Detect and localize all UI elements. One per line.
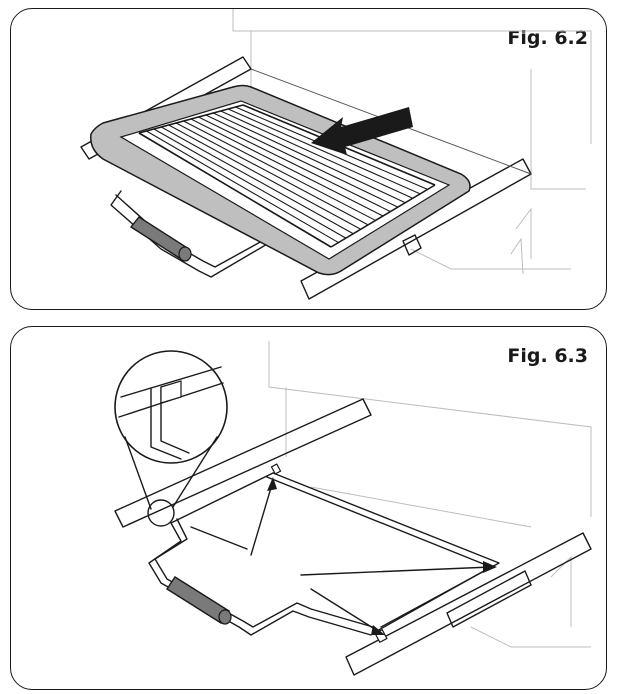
figure-label: Fig. 6.2 <box>507 27 588 49</box>
rack-bar <box>213 112 406 204</box>
rack-edge <box>330 184 436 248</box>
rack-bar <box>161 126 354 235</box>
rack-bar <box>198 116 391 213</box>
rack-edge <box>138 132 332 248</box>
rack-bar <box>183 120 376 221</box>
magnifier-icon <box>114 350 228 527</box>
handle-icon <box>129 216 192 262</box>
rack-bar <box>190 118 384 217</box>
figure-6-3-drawing <box>114 341 592 676</box>
arrow-icon <box>190 477 497 635</box>
figure-6-2-panel: Fig. 6.2 <box>10 8 607 310</box>
rack-bar <box>175 122 369 226</box>
rack-edge <box>138 104 244 134</box>
figure-label: Fig. 6.3 <box>507 345 588 367</box>
oven-cabinet <box>232 9 592 275</box>
rack-bar <box>168 124 361 230</box>
grill-tray <box>90 84 471 276</box>
rack-bar <box>205 114 399 208</box>
handle-icon <box>166 576 232 625</box>
figure-6-2-drawing <box>80 9 592 300</box>
oven-cabinet <box>268 341 592 648</box>
rack-bar <box>153 128 347 239</box>
rack-bar <box>227 108 421 195</box>
runner-rails <box>114 398 592 676</box>
arrow-icon <box>311 107 413 155</box>
figure-6-3-panel: Fig. 6.3 <box>10 326 607 690</box>
rack-bar <box>146 130 339 244</box>
rack-bar <box>220 110 413 199</box>
